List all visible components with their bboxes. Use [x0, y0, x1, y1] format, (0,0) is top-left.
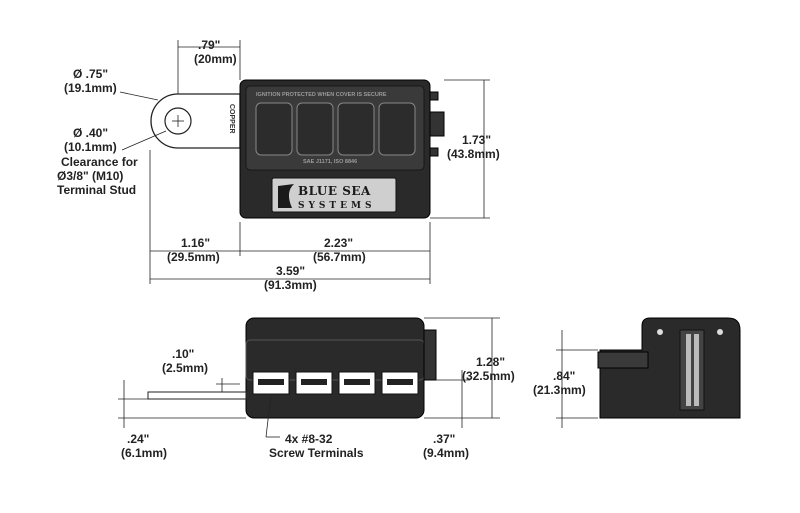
dim-079-inch: .79" [198, 38, 220, 52]
dim-084-inch: .84" [553, 369, 575, 383]
dim-116-mm: (29.5mm) [167, 250, 220, 264]
hole-dia-mm: (19.1mm) [64, 81, 117, 95]
side-view: .84" (21.3mm) [533, 317, 741, 428]
dim-084-mm: (21.3mm) [533, 383, 586, 397]
stud-dia-inch: Ø .40" [73, 126, 108, 140]
copper-label: COPPER [228, 104, 235, 134]
dim-037-mm: (9.4mm) [423, 446, 469, 460]
front-housing [245, 317, 425, 419]
dim-079-mm: (20mm) [194, 52, 237, 66]
dim-024-inch: .24" [127, 432, 149, 446]
fuse-cavities [255, 102, 416, 156]
top-view: COPPER IGNITION PROTECTED WHEN COVER IS … [57, 38, 500, 292]
blue-sea-logo: BLUE SEA SYSTEMS [271, 177, 397, 213]
logo-line1: BLUE SEA [298, 184, 371, 198]
clearance-line2: Ø3/8" (M10) [57, 169, 123, 183]
clearance-line3: Terminal Stud [57, 183, 136, 197]
screw-label-line2: Screw Terminals [269, 446, 364, 460]
clearance-line1: Clearance for [61, 155, 138, 169]
standards-text: SAE J1171, ISO 8846 [303, 159, 357, 165]
dim-173-mm: (43.8mm) [447, 147, 500, 161]
screw-label-line1: 4x #8-32 [285, 432, 333, 446]
dim-010-inch: .10" [172, 347, 194, 361]
dim-359-inch: 3.59" [276, 264, 305, 278]
dim-173-inch: 1.73" [462, 133, 491, 147]
dim-116-inch: 1.16" [181, 236, 210, 250]
dim-037-inch: .37" [433, 432, 455, 446]
front-lug [147, 391, 247, 400]
dim-010-mm: (2.5mm) [162, 361, 208, 375]
front-view: .10" (2.5mm) 1.28" (32.5mm) .24" (6.1mm)… [118, 317, 515, 460]
copper-terminal-lug [150, 93, 241, 149]
dim-128-inch: 1.28" [476, 355, 505, 369]
dim-359-mm: (91.3mm) [264, 278, 317, 292]
cover-warning-text: IGNITION PROTECTED WHEN COVER IS SECURE [256, 92, 387, 98]
stud-dia-mm: (10.1mm) [64, 140, 117, 154]
screw-terminals [252, 371, 419, 395]
side-housing [599, 317, 741, 419]
hole-dia-inch: Ø .75" [73, 67, 108, 81]
dim-024-mm: (6.1mm) [121, 446, 167, 460]
dim-223-mm: (56.7mm) [313, 250, 366, 264]
dim-128-mm: (32.5mm) [462, 369, 515, 383]
logo-line2: SYSTEMS [298, 201, 375, 211]
dim-223-inch: 2.23" [324, 236, 353, 250]
